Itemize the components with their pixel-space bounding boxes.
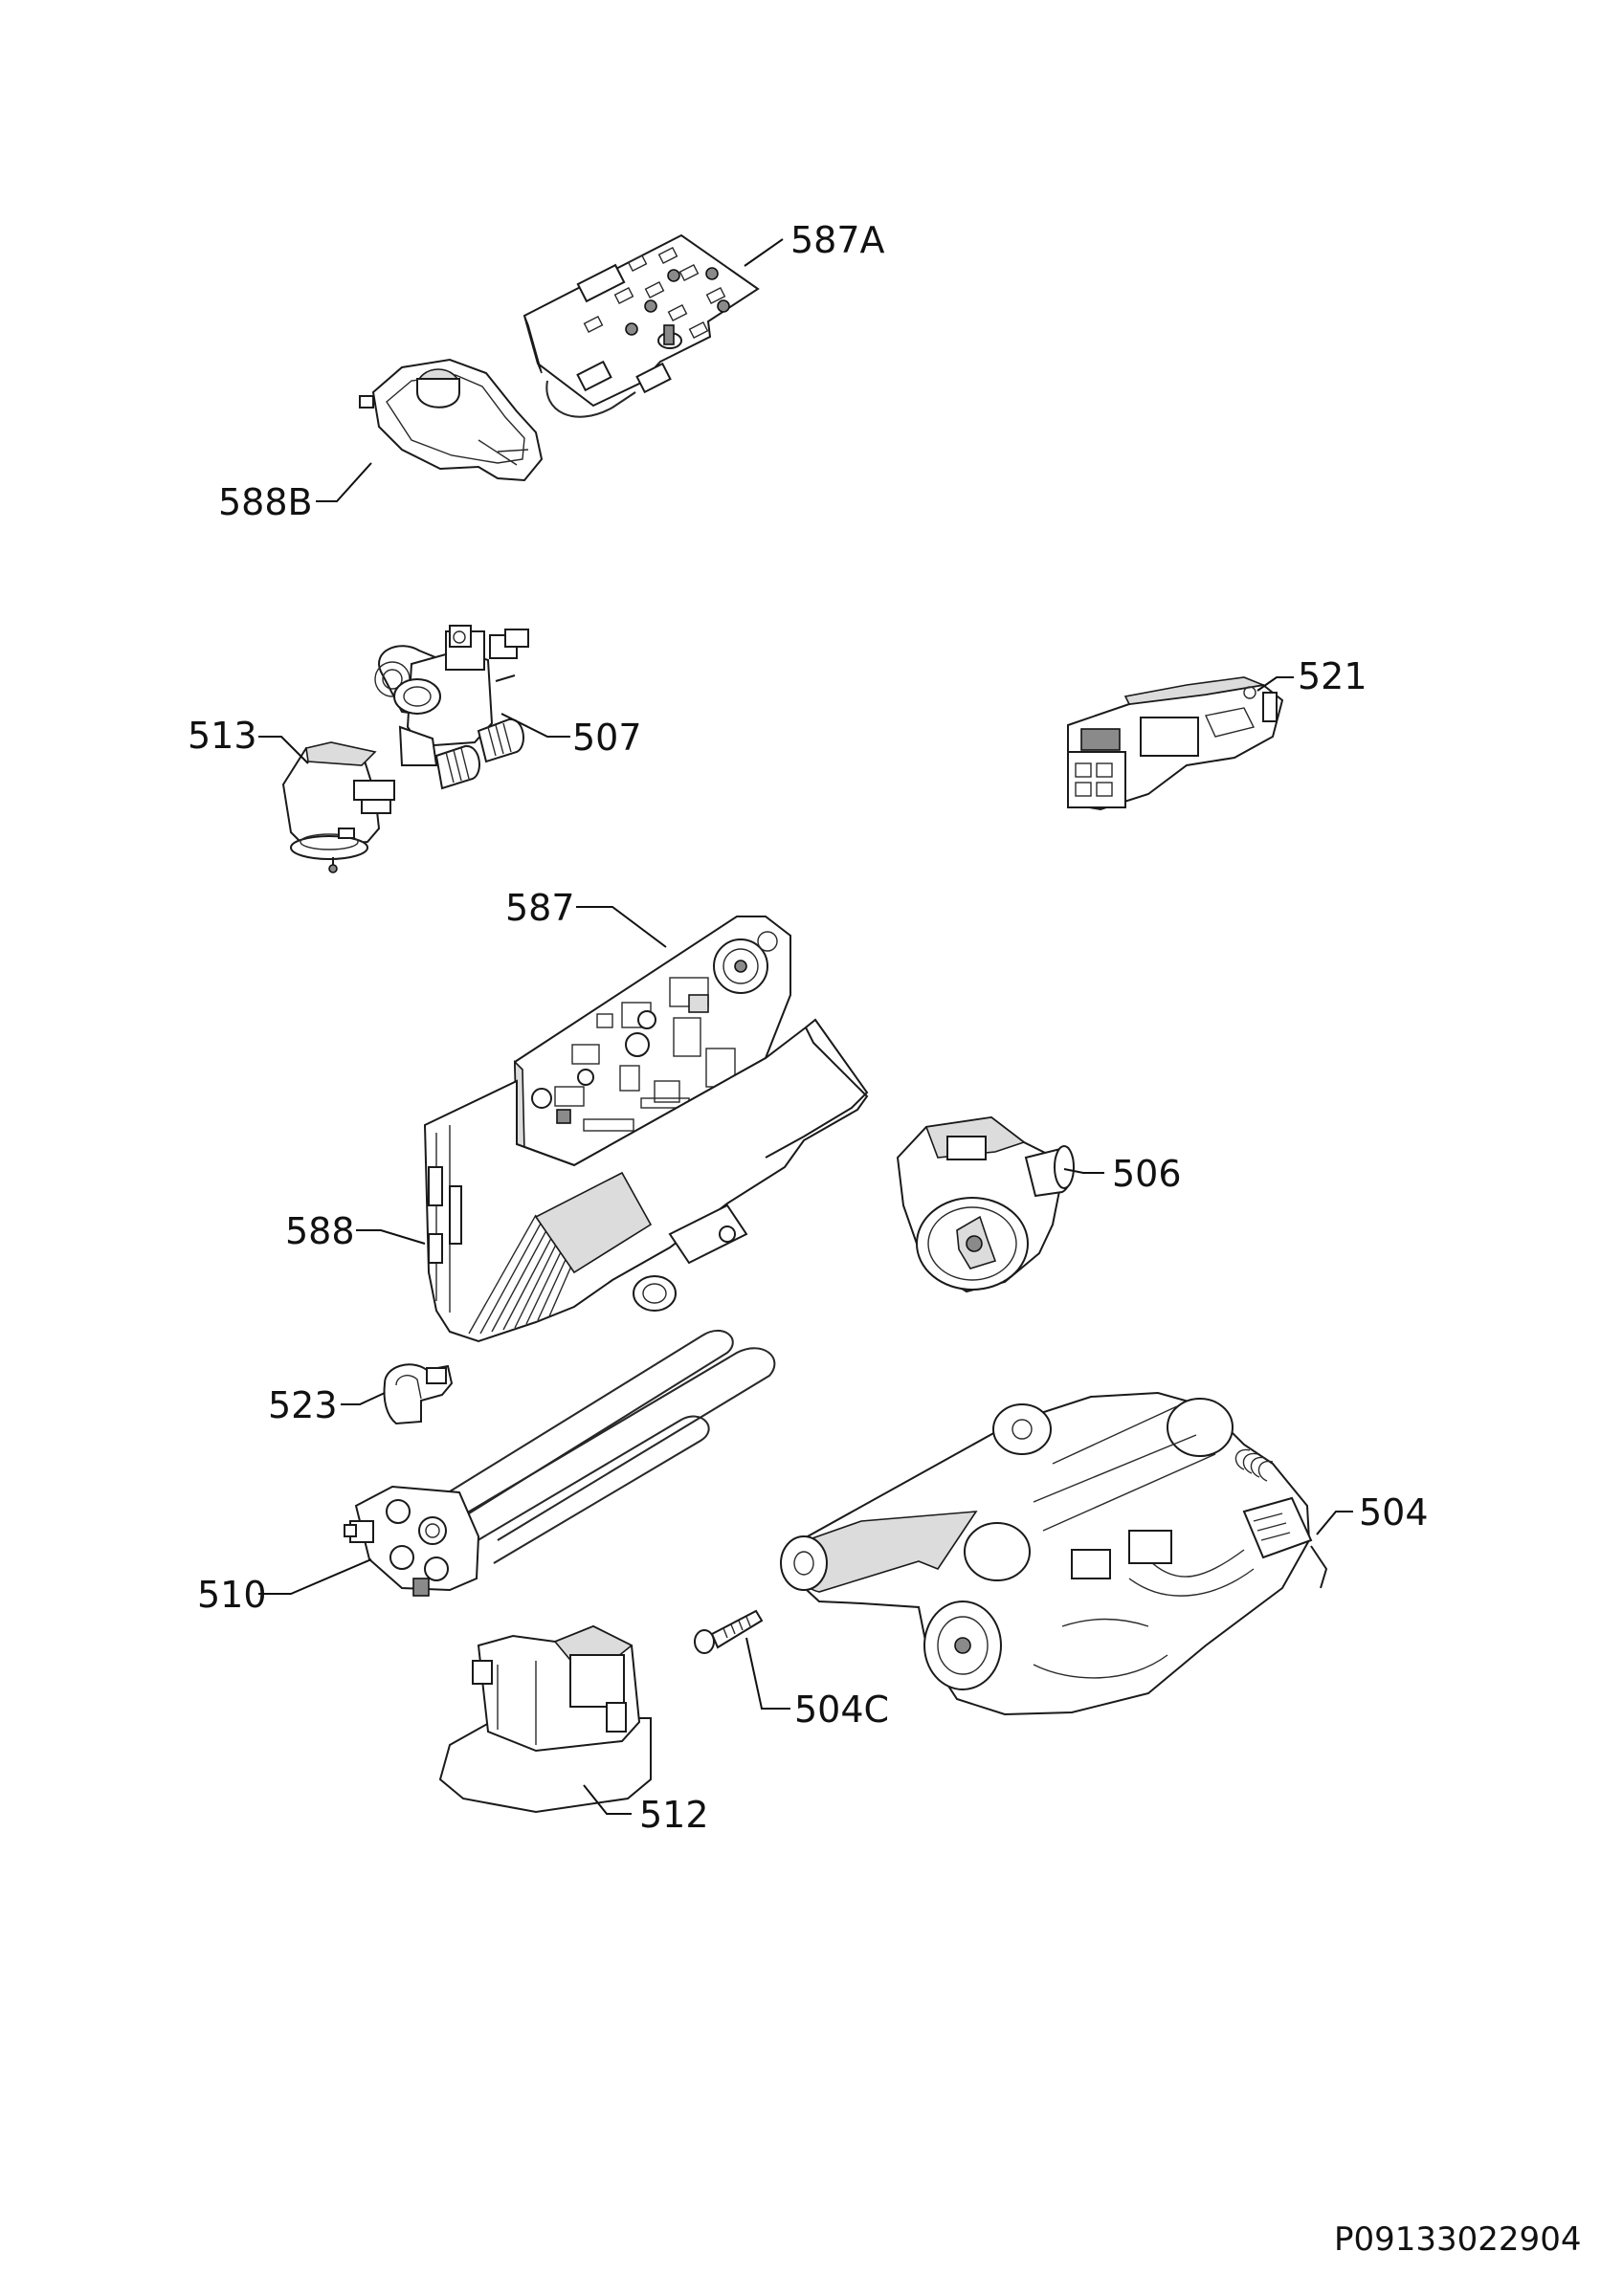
label-513: 513: [188, 715, 257, 757]
part-587-main-board[interactable]: [513, 916, 791, 1167]
label-521: 521: [1298, 655, 1367, 697]
507-inlet-spigot-2: [434, 745, 480, 790]
label-588: 588: [285, 1210, 355, 1252]
label-504C: 504C: [794, 1689, 889, 1731]
part-510-heating-element[interactable]: [344, 1330, 776, 1597]
part-512-bracket[interactable]: [438, 1624, 652, 1814]
label-587A: 587A: [790, 219, 885, 261]
label-512: 512: [639, 1794, 709, 1836]
part-587A-control-board[interactable]: [522, 233, 760, 418]
leader-lines: [258, 238, 1353, 1815]
part-521-door-lock[interactable]: [1067, 676, 1284, 811]
part-504-motor[interactable]: [780, 1391, 1328, 1716]
part-506-drain-pump[interactable]: [896, 1115, 1075, 1293]
label-588B: 588B: [218, 481, 313, 523]
label-510: 510: [197, 1574, 267, 1616]
label-504: 504: [1359, 1491, 1429, 1534]
label-507: 507: [572, 717, 642, 759]
label-587: 587: [505, 887, 575, 929]
part-513-pressure-switch[interactable]: [281, 741, 395, 873]
label-506: 506: [1112, 1153, 1182, 1195]
part-labels: 587A 588B 513 507 521 587 506 588 523 50…: [188, 219, 1429, 1836]
part-588-board-housing[interactable]: [423, 1018, 869, 1343]
part-507-inlet-valve[interactable]: [374, 625, 529, 790]
part-523-clip[interactable]: [383, 1363, 454, 1425]
507-inlet-spigot-1: [477, 718, 524, 763]
part-504C-screw[interactable]: [694, 1609, 764, 1654]
document-code: P09133022904: [1334, 2220, 1581, 2259]
part-588B-cover[interactable]: [359, 358, 544, 482]
label-523: 523: [268, 1384, 338, 1426]
